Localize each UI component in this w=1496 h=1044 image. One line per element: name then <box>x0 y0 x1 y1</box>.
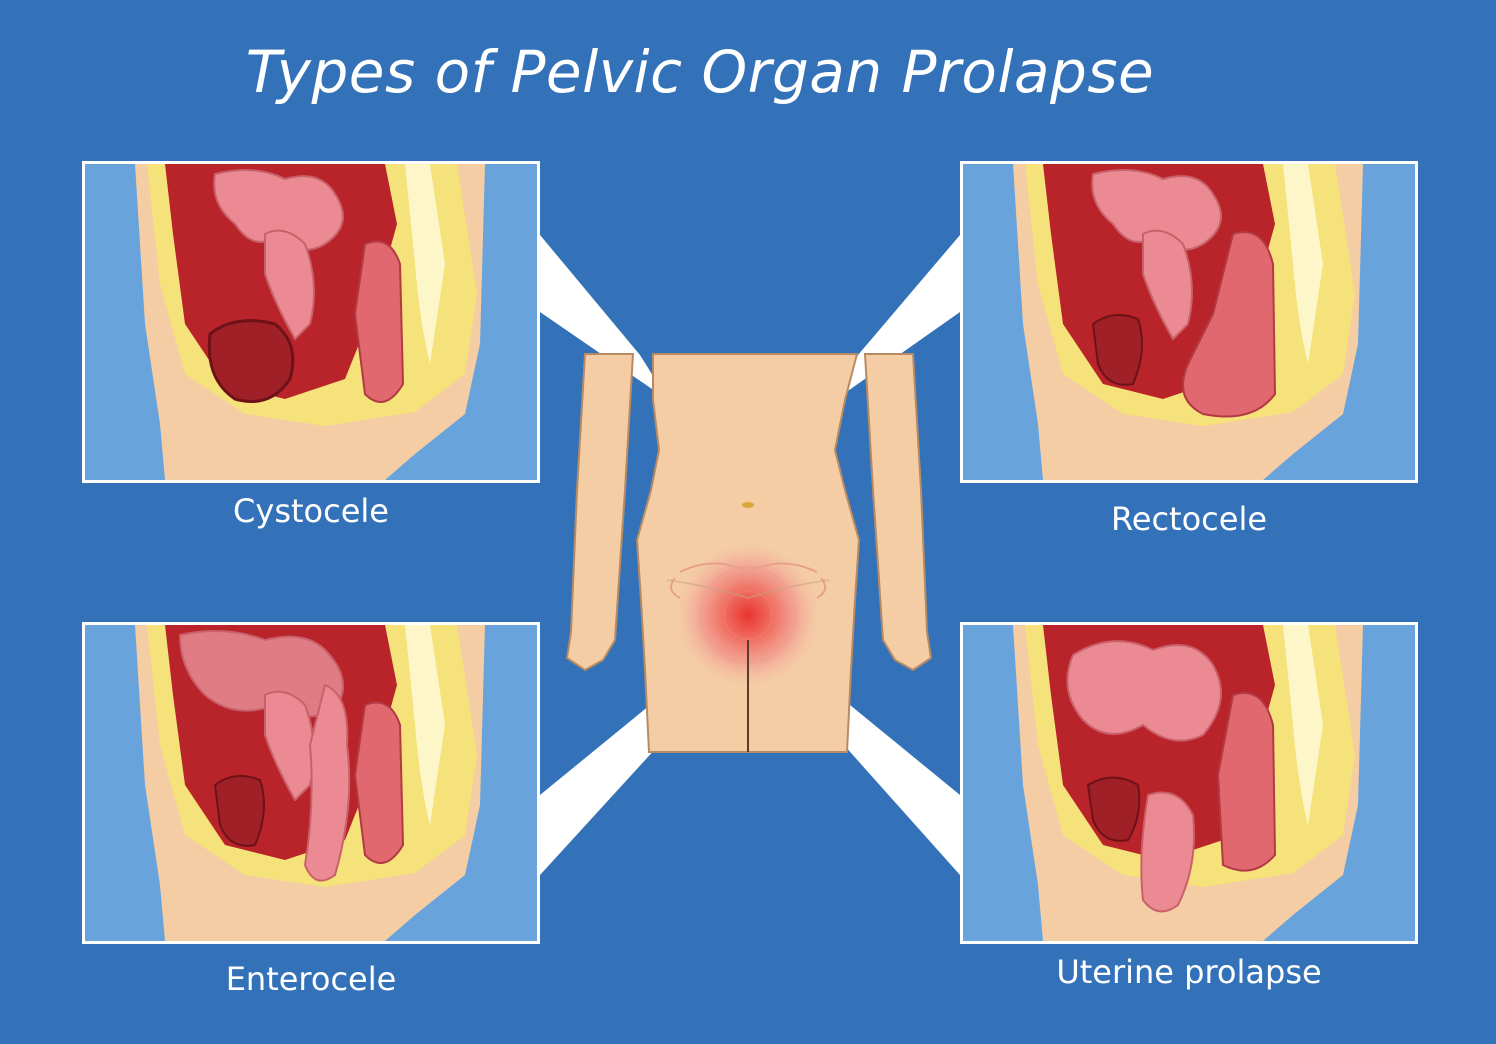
body-figure <box>565 353 933 753</box>
label-uterine-prolapse: Uterine prolapse <box>1056 953 1322 991</box>
panel-enterocele <box>82 622 540 944</box>
panel-uterine-prolapse <box>960 622 1418 944</box>
enterocele-illustration <box>135 625 485 941</box>
left-arm <box>565 353 635 672</box>
rectocele-illustration <box>1013 164 1363 480</box>
label-enterocele: Enterocele <box>225 960 397 998</box>
connector-top-left <box>540 235 668 400</box>
panel-cystocele <box>82 161 540 483</box>
panel-rectocele <box>960 161 1418 483</box>
uterine-prolapse-illustration <box>1013 625 1363 941</box>
navel <box>742 502 754 508</box>
label-rectocele: Rectocele <box>1110 500 1268 538</box>
connector-bottom-right <box>835 705 960 875</box>
label-cystocele: Cystocele <box>233 492 389 530</box>
pain-area <box>676 543 820 687</box>
page-title: Types of Pelvic Organ Prolapse <box>245 38 1155 106</box>
cystocele-illustration <box>135 164 485 480</box>
connector-bottom-left <box>540 705 668 875</box>
right-arm <box>863 353 933 672</box>
